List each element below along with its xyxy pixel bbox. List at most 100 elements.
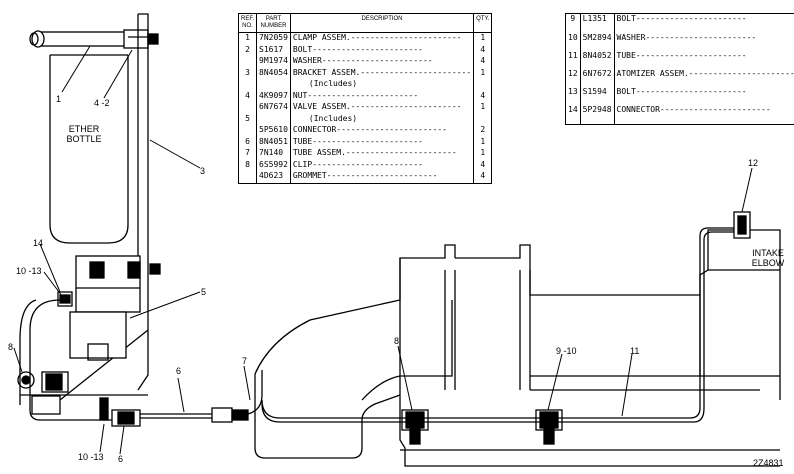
part-number-cell: 6N7674 xyxy=(256,102,291,114)
ref-no-cell: 10 xyxy=(565,32,581,51)
table-row: (Includes) xyxy=(238,79,492,91)
description-cell: NUT----------------------- xyxy=(290,90,475,103)
ref-no-cell: 7 xyxy=(238,148,258,160)
description-cell: CONNECTOR----------------------- xyxy=(290,125,475,137)
ref-no-cell: 8 xyxy=(238,159,258,172)
description-cell: CONNECTOR----------------------- xyxy=(614,105,794,125)
ether-bottle-label: ETHER BOTTLE xyxy=(66,124,102,144)
ref-no-cell: 11 xyxy=(565,50,581,69)
quantity-cell: 1 xyxy=(480,33,486,42)
ref-no-cell xyxy=(238,171,258,184)
callout-3: 3 xyxy=(200,166,206,176)
header-qty: QTY. xyxy=(473,13,492,33)
quantity-cell: 1 xyxy=(480,136,486,146)
part-number-cell: 6S5992 xyxy=(256,159,291,172)
part-number-cell xyxy=(256,113,291,126)
header-description: DESCRIPTION xyxy=(290,13,475,33)
part-number-cell: 5M2894 xyxy=(580,32,615,51)
description-cell: TUBE ASSEM.----------------------- xyxy=(290,148,475,160)
callout-5: 5 xyxy=(201,287,207,297)
part-number-cell: 6N7672 xyxy=(580,68,615,88)
callout-12: 12 xyxy=(748,158,759,168)
parts-list-header: REF. NO. PART NUMBER DESCRIPTION QTY. xyxy=(238,13,492,33)
callout-14: 14 xyxy=(33,238,44,248)
part-number-cell: S1594 xyxy=(580,87,615,106)
description-cell: (Includes) xyxy=(290,79,475,91)
ref-no-cell: 2 xyxy=(238,44,258,57)
bracket-assembly xyxy=(20,13,149,401)
ref-no-cell: 14 xyxy=(565,105,581,125)
part-number-cell: 7N140 xyxy=(256,148,291,160)
part-number-cell: 4K9097 xyxy=(256,90,291,103)
callout-11: 11 xyxy=(630,346,640,356)
callout-7: 7 xyxy=(242,356,248,366)
description-cell: TUBE----------------------- xyxy=(614,50,794,69)
ref-no-cell xyxy=(238,56,258,68)
quantity-cell: 1 xyxy=(480,67,486,77)
header-ref-no: REF. NO. xyxy=(238,13,258,33)
description-cell: (Includes) xyxy=(290,113,475,126)
valve-line xyxy=(17,299,141,427)
intake-elbow-label: INTAKE ELBOW xyxy=(751,248,785,268)
description-cell: TUBE----------------------- xyxy=(290,136,475,149)
description-cell: CLIP----------------------- xyxy=(290,159,475,172)
ref-no-cell xyxy=(238,102,258,114)
part-number-cell: 9M1974 xyxy=(256,56,291,68)
ref-no-cell: 6 xyxy=(238,136,258,149)
quantity-cell xyxy=(474,79,492,91)
part-number-cell: S1617 xyxy=(256,44,291,57)
description-cell: BOLT----------------------- xyxy=(614,13,794,33)
quantity-cell: 4 xyxy=(480,171,486,181)
ref-no-cell: 9 xyxy=(565,13,581,33)
ref-no-cell: 1 xyxy=(238,32,258,45)
quantity-cell: 4 xyxy=(480,90,486,100)
part-number-cell: 8N4052 xyxy=(580,50,615,69)
quantity-cell: 1 xyxy=(480,148,486,158)
parts-list-right: 9L1351BOLT-----------------------2105M28… xyxy=(565,13,794,125)
description-cell: VALVE ASSEM.----------------------- xyxy=(290,102,475,114)
description-cell: WASHER----------------------- xyxy=(614,32,794,51)
part-number-cell: 8N4054 xyxy=(256,67,291,80)
quantity-cell: 4 xyxy=(480,44,486,54)
callout-8-mid: 8 xyxy=(394,336,400,346)
description-cell: BRACKET ASSEM.----------------------- xyxy=(290,67,475,80)
part-number-cell: L1351 xyxy=(580,13,615,33)
table-row: 5(Includes) xyxy=(238,113,492,126)
tube-11 xyxy=(261,227,736,423)
clip-8-mid xyxy=(401,409,429,445)
leader-lines xyxy=(13,45,753,455)
part-number-cell xyxy=(256,79,291,91)
ref-no-cell: 13 xyxy=(565,87,581,106)
part-number-cell: 4D623 xyxy=(256,171,291,184)
callout-9-10: 9 -10 xyxy=(556,346,577,356)
description-cell: BOLT----------------------- xyxy=(290,44,475,57)
ref-no-cell xyxy=(238,125,258,137)
quantity-cell: 4 xyxy=(480,56,486,66)
callout-1: 1 xyxy=(56,94,62,104)
drawing-number: 2Z4831 xyxy=(753,458,784,468)
part-number-cell: 5P2948 xyxy=(580,105,615,125)
header-part-number: PART NUMBER xyxy=(256,13,291,33)
part-number-cell: 7N2059 xyxy=(256,32,291,45)
callout-4-2: 4 -2 xyxy=(94,98,110,108)
atomizer-12 xyxy=(733,211,751,239)
ref-no-cell xyxy=(238,79,258,91)
parts-list-right-body: 9L1351BOLT-----------------------2105M28… xyxy=(565,13,794,125)
part-number-cell: 5P5610 xyxy=(256,125,291,137)
quantity-cell xyxy=(474,114,492,126)
tube-6 xyxy=(140,370,263,423)
quantity-cell: 4 xyxy=(480,159,486,169)
